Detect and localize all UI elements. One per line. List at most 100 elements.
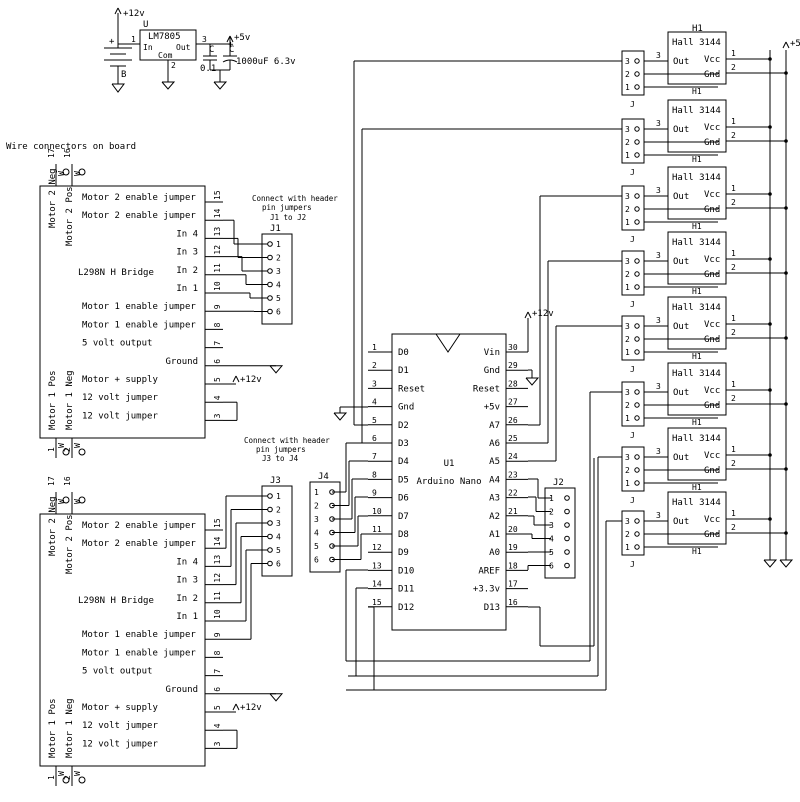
motor2-pos-label: Motor 2 Pos (65, 186, 75, 246)
lm7805-regulator (139, 29, 197, 61)
jack-pin (634, 467, 640, 473)
regulator-in-label: In (143, 43, 153, 52)
bridge-pin-num: 5 (213, 705, 222, 710)
header-pin-num: 1 (314, 488, 319, 497)
nano-pin-label-left: Reset (398, 384, 425, 394)
bridge-pin-num: 12 (213, 245, 222, 255)
wire-terminal (78, 496, 86, 504)
jack-pin-num: 1 (625, 348, 630, 357)
jack-pin (634, 402, 640, 408)
bridge-pin-label: 12 volt jumper (82, 393, 158, 403)
hall-pin-1: 1 (731, 380, 736, 389)
wire-terminal (78, 776, 86, 784)
jack-pin-num: 2 (625, 138, 630, 147)
header-pin-num: 5 (276, 294, 281, 303)
bridge-pin-num: 6 (213, 359, 222, 364)
nano-pin-label-left: Gnd (398, 403, 414, 413)
bridge-pin-label: 5 volt output (82, 339, 152, 349)
hall-sensor-body (667, 31, 727, 85)
hall-sensor-body (667, 231, 727, 285)
nano-pin-label-right: A6 (489, 439, 500, 449)
jack-pin-num: 1 (625, 83, 630, 92)
pin-17-label: 17 (47, 476, 56, 486)
bridge2-v12: +12v (240, 703, 262, 713)
jack-pin (634, 126, 640, 132)
bridge-pin-label: Motor 2 enable jumper (82, 521, 196, 531)
header-label: J1 (270, 224, 281, 234)
junction-dot (784, 271, 788, 275)
w-label: W (73, 171, 82, 176)
motor2-pos-label: Motor 2 Pos (65, 514, 75, 574)
jack-pin-3-label: 3 (656, 447, 661, 456)
nano-pin-num-right: 26 (508, 416, 518, 425)
nano-pin-num-left: 15 (372, 598, 382, 607)
bridge-pin-label: 12 volt jumper (82, 721, 158, 731)
header-pin (564, 508, 570, 515)
jack-pin-num: 1 (625, 543, 630, 552)
nano-pin-num-right: 23 (508, 470, 518, 479)
nano-pin-num-left: 13 (372, 561, 382, 570)
header-pin-num: 5 (549, 548, 554, 557)
jack-pin-3-label: 3 (656, 251, 661, 260)
motor1-pos-label: Motor 1 Pos (48, 370, 58, 430)
bridge-title: L298N H Bridge (78, 268, 154, 278)
nano-pin-label-left: D1 (398, 366, 409, 376)
sensor-jack-label: J (630, 496, 635, 505)
nano-pin-num-right: 30 (508, 343, 518, 352)
nano-pin-label-left: D0 (398, 348, 409, 358)
nano-pin-num-right: 18 (508, 561, 518, 570)
hall-pin-2: 2 (731, 263, 736, 272)
nano-pin-num-right: 27 (508, 398, 518, 407)
pin-2-label: 2 (63, 447, 72, 452)
nano-pin-label-left: D8 (398, 530, 409, 540)
w-label: W (57, 171, 66, 176)
jack-pin (634, 544, 640, 550)
bridge-pin-num: 10 (213, 609, 222, 619)
motor1-neg-label: Motor 1 Neg (65, 370, 75, 430)
header-pin-num: 4 (276, 533, 281, 542)
nano-pin-label-left: D6 (398, 494, 409, 504)
sensor-jack-label: J (630, 168, 635, 177)
bridge-pin-num: 11 (213, 263, 222, 273)
hall-sensor-name: Hall 3144 (672, 173, 721, 183)
header-pin (564, 522, 570, 528)
nano-pin-num-left: 4 (372, 398, 377, 407)
j1j2-note-line1: Connect with header (252, 194, 338, 203)
bridge-body (39, 513, 206, 767)
sensor-jack-label: J (630, 431, 635, 440)
bridge-pin-label: Motor 1 enable jumper (82, 648, 196, 658)
jack-pin (634, 84, 640, 90)
hall-out-label: Out (673, 257, 689, 267)
bridge-pin-num: 13 (213, 555, 222, 565)
bridge-pin-label: 12 volt jumper (82, 739, 158, 749)
hall-ref: H1 (692, 155, 702, 164)
regulator-pin-out: 3 (202, 35, 207, 44)
pin-16-label: 16 (63, 148, 72, 158)
hall-sensor-name: Hall 3144 (672, 303, 721, 313)
junction-dot (784, 402, 788, 406)
bridge-pin-label: Ground (165, 357, 198, 367)
jack-pin-num: 3 (625, 192, 630, 201)
junction-dot (768, 192, 772, 196)
nano-pin-num-left: 14 (372, 580, 382, 589)
bridge-pin-label: Motor 1 enable jumper (82, 320, 196, 330)
bridge-pin-num: 9 (213, 304, 222, 309)
bridge-pin-num: 8 (213, 322, 222, 327)
nano-pin-label-right: A5 (489, 457, 500, 467)
bridge-pin-label: Ground (165, 685, 198, 695)
nano-pin-num-left: 2 (372, 361, 377, 370)
nano-pin-label-left: D2 (398, 421, 409, 431)
nano-pin-num-left: 8 (372, 470, 377, 479)
jack-pin-num: 1 (625, 218, 630, 227)
hall-pin-2: 2 (731, 131, 736, 140)
header-pin-num: 1 (549, 494, 554, 503)
hall-gnd-label: Gnd (704, 401, 720, 411)
